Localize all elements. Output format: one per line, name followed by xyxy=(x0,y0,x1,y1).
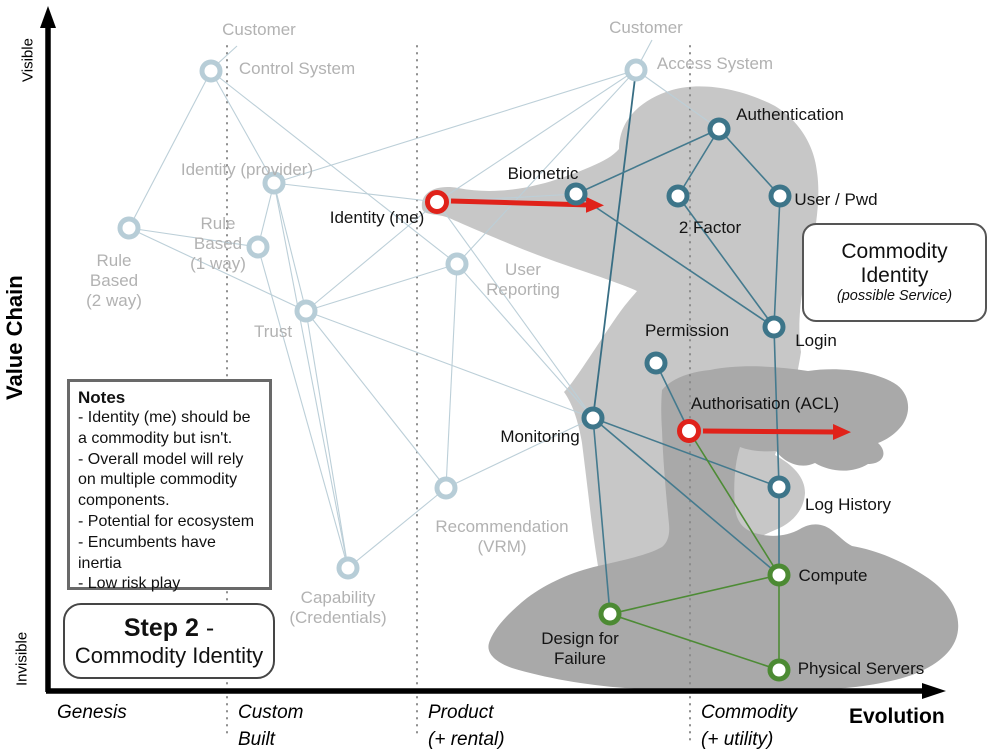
biometric-label: Biometric xyxy=(507,163,579,183)
customer-right-label: Customer xyxy=(609,17,683,37)
faded-edges xyxy=(128,39,720,569)
permission-label: Permission xyxy=(644,320,730,340)
y-axis-title: Value Chain xyxy=(2,275,27,400)
node-user-pwd[interactable] xyxy=(768,184,792,208)
step-box: Step 2 - Commodity Identity xyxy=(63,603,275,679)
trust-label: Trust xyxy=(253,321,293,341)
control-system-label: Control System xyxy=(238,58,356,78)
notes-title: Notes xyxy=(78,388,126,407)
step-number: Step 2 xyxy=(123,613,199,642)
node-identity-provider[interactable] xyxy=(262,171,286,195)
stage-commodity-label: Commodity (+ utility) xyxy=(701,702,798,750)
authentication-label: Authentication xyxy=(736,104,844,124)
notes-body: - Identity (me) should be a commodity bu… xyxy=(78,409,255,593)
node-rule-based-2way[interactable] xyxy=(117,216,141,240)
compute-label: Compute xyxy=(798,565,868,585)
node-monitoring[interactable] xyxy=(581,406,605,430)
recommendation-label: Recommendation (VRM) xyxy=(435,516,569,556)
node-biometric[interactable] xyxy=(564,182,588,206)
physical-servers-label: Physical Servers xyxy=(797,658,925,678)
node-rule-based-1way[interactable] xyxy=(246,235,270,259)
capability-label: Capability (Credentials) xyxy=(289,587,387,627)
stage-product-label: Product (+ rental) xyxy=(428,702,505,750)
node-physical-servers[interactable] xyxy=(767,658,791,682)
x-axis-title: Evolution xyxy=(849,705,945,728)
node-control-system[interactable] xyxy=(199,59,223,83)
step-title: Step 2 - xyxy=(65,614,273,643)
node-identity-me[interactable] xyxy=(425,190,449,214)
y-axis-invisible-label: Invisible xyxy=(13,631,31,686)
node-user-reporting[interactable] xyxy=(445,252,469,276)
rule-based-1way-label: Rule Based (1 way) xyxy=(190,213,246,274)
rule-based-2way-label: Rule Based (2 way) xyxy=(86,250,142,311)
node-login[interactable] xyxy=(762,315,786,339)
user-reporting-label: User Reporting xyxy=(486,259,560,299)
customer-left-label: Customer xyxy=(222,19,296,39)
axes xyxy=(40,6,946,699)
monitoring-label: Monitoring xyxy=(500,426,580,446)
node-two-factor[interactable] xyxy=(666,184,690,208)
commodity-callout-line2: Identity xyxy=(860,263,929,287)
identity-provider-label: Identity (provider) xyxy=(180,159,314,179)
access-system-label: Access System xyxy=(656,53,774,73)
design-failure-label: Design for Failure xyxy=(541,628,619,668)
notes-box: Notes - Identity (me) should be a commod… xyxy=(67,379,272,592)
identity-me-label: Identity (me) xyxy=(329,207,425,227)
authorisation-label: Authorisation (ACL) xyxy=(690,393,840,413)
active-edges xyxy=(575,69,781,615)
node-authorisation[interactable] xyxy=(677,419,701,443)
stage-custom-label: Custom Built xyxy=(238,702,304,750)
node-recommendation[interactable] xyxy=(434,476,458,500)
login-label: Login xyxy=(795,330,837,350)
node-permission[interactable] xyxy=(644,351,668,375)
y-axis-arrowhead xyxy=(40,6,56,28)
stage-genesis-label: Genesis xyxy=(57,702,127,723)
node-capability[interactable] xyxy=(336,556,360,580)
node-access-system[interactable] xyxy=(624,58,648,82)
node-design-failure[interactable] xyxy=(598,602,622,626)
commodity-callout-line1: Commodity xyxy=(841,239,948,263)
commodity-callout-line3: (possible Service) xyxy=(836,287,953,304)
stage-divider-lines xyxy=(226,45,691,743)
identity-me-movement-arrow xyxy=(450,196,604,213)
node-log-history[interactable] xyxy=(767,475,791,499)
commodity-identity-callout: Commodity Identity (possible Service) xyxy=(802,223,987,322)
x-axis-arrowhead xyxy=(922,683,946,699)
step-subtitle: Commodity Identity xyxy=(74,642,264,668)
node-trust[interactable] xyxy=(294,299,318,323)
log-history-label: Log History xyxy=(805,494,891,514)
movement-arrows xyxy=(450,196,851,440)
authorisation-movement-arrow xyxy=(702,423,851,440)
green-edges xyxy=(609,430,780,671)
y-axis-visible-label: Visible xyxy=(19,38,37,82)
user-pwd-label: User / Pwd xyxy=(794,189,878,209)
step-dash: - xyxy=(198,613,215,642)
node-compute[interactable] xyxy=(767,563,791,587)
two-factor-label: 2 Factor xyxy=(678,217,742,237)
node-authentication[interactable] xyxy=(707,117,731,141)
